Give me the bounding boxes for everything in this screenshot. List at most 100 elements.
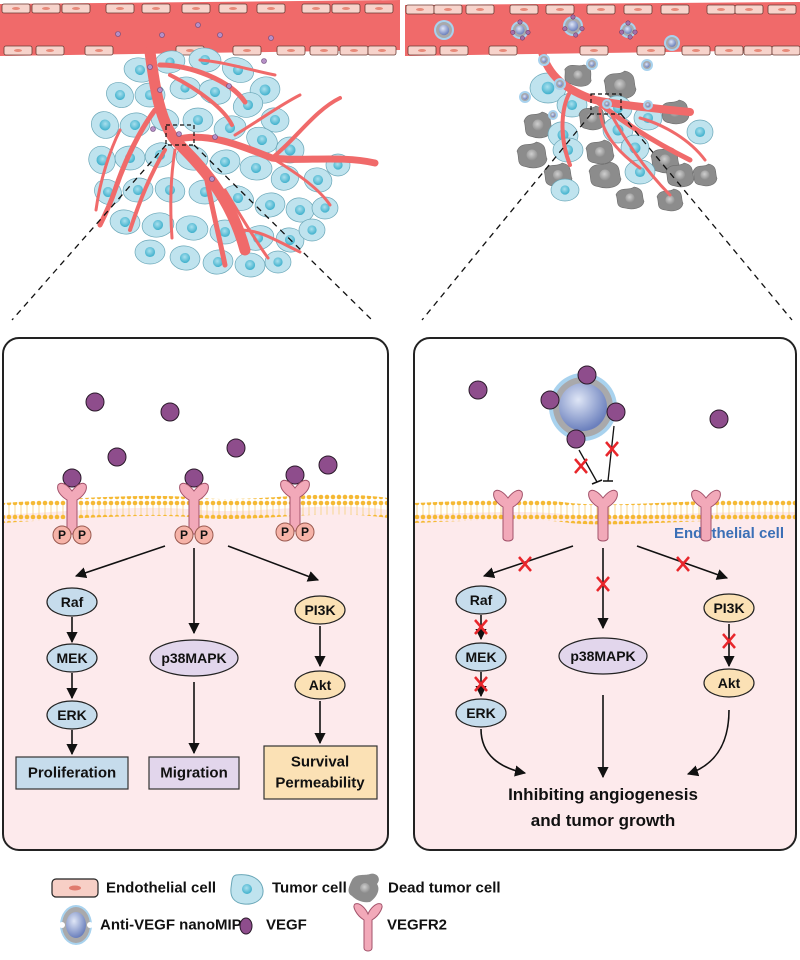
raf-pathway-right: Raf MEK ERK: [455, 585, 527, 777]
dead-tumor-cell: [564, 64, 592, 87]
vegf-particle: [157, 87, 163, 93]
tumor-cell: [169, 245, 201, 271]
inhibition-x-icon: [474, 676, 488, 692]
blood-vessel-branch: [94, 128, 122, 212]
blood-vessel-branch: [198, 58, 277, 77]
nanomip-particle: [602, 99, 612, 109]
legend-item-tumor: Tumor cell: [230, 874, 347, 905]
nanomip-particle: [510, 19, 531, 41]
endothelial-cell: [586, 4, 616, 15]
endothelial-cell: [232, 45, 262, 56]
node-p38mapk: [149, 639, 239, 677]
free-vegf-right: [468, 380, 729, 429]
label-migration: Migration: [160, 765, 228, 782]
endothelial-cell: [405, 4, 435, 15]
label-raf-right: Raf: [470, 592, 493, 608]
phosphate-group: [194, 525, 214, 545]
dead-tumor-cell: [585, 139, 615, 165]
inhibition-x-icon: [596, 576, 610, 592]
node-mek: [46, 643, 98, 673]
phosphate-label: P: [200, 528, 208, 542]
vegf-particle: [115, 31, 121, 37]
vegf-particle: [226, 83, 232, 89]
dead-tumor-cell: [603, 70, 637, 100]
label-pi3k-right: PI3K: [713, 600, 744, 616]
right-panel-frame: [413, 337, 797, 851]
vegf-particle: [212, 134, 218, 140]
inactive-receptors: [493, 489, 721, 542]
legend-item-vegfr2: VEGFR2: [353, 903, 447, 952]
nanomip-particles-in-vessel: [434, 14, 680, 120]
nanomip-particle: [643, 100, 653, 110]
outcome-proliferation-box: [15, 756, 129, 790]
endothelial-cell: [545, 4, 575, 15]
endothelial-cell: [367, 45, 397, 56]
endothelial-cell: [743, 45, 773, 56]
label-permeability: Permeability: [275, 775, 365, 792]
nanomip-capturing-vegf: [540, 365, 626, 449]
tumor-cell: [239, 155, 273, 181]
vegf-particles-top-left: [115, 22, 274, 182]
zoom-region-box-right: [590, 93, 622, 115]
outcome-line-2: and tumor growth: [531, 811, 675, 830]
endothelial-cell: [465, 4, 495, 15]
endothelial-cell: [636, 45, 666, 56]
zoom-guide-line-left-right-panel: [421, 113, 592, 321]
dead-tumor-cell: [516, 141, 548, 169]
bound-vegf: [184, 468, 204, 488]
phosphate-label: P: [78, 528, 86, 542]
vegfr2-receptor: [493, 489, 523, 542]
blood-vessel-left: [0, 0, 400, 56]
inhibition-x-icon: [605, 441, 619, 457]
vegf-particle: [268, 35, 274, 41]
endothelial-cell: [407, 45, 437, 56]
outcome-survival-box: [263, 745, 378, 800]
blood-vessel-branch: [638, 116, 707, 162]
zoom-guide-line-right: [193, 144, 373, 321]
phosphate-group: [174, 525, 194, 545]
vegf-particle: [159, 32, 165, 38]
phosphate-label: P: [58, 528, 66, 542]
nanomip-particle: [664, 35, 680, 51]
legend-label-nanomip: Anti-VEGF nanoMIP: [100, 917, 242, 934]
legend-label-tumor: Tumor cell: [272, 880, 347, 897]
endothelial-cell: [706, 4, 736, 15]
endothelial-cell-label: Endothelial cell: [674, 525, 784, 542]
endothelial-cell: [771, 45, 800, 56]
tumor-cell: [254, 192, 286, 218]
top-right-scene: [405, 2, 800, 321]
endothelial-cell: [309, 45, 339, 56]
legend-item-vegf: VEGF: [239, 917, 307, 935]
tumor-cell: [141, 212, 175, 238]
tumor-cell: [264, 250, 292, 274]
legend-item-dead-tumor: Dead tumor cell: [348, 873, 501, 903]
legend-label-vegf: VEGF: [266, 917, 307, 934]
vegf-particle: [176, 131, 182, 137]
inhibition-x-icon: [676, 556, 690, 572]
inhibition-x-icon: [474, 619, 488, 635]
p38-pathway-left: p38MAPK Migration: [148, 639, 240, 790]
tumor-cell: [202, 249, 234, 275]
endothelial-cell: [433, 4, 463, 15]
blood-vessel-branch: [169, 148, 177, 240]
endothelial-cells-left: [1, 3, 397, 56]
node-pi3k-right: [703, 593, 755, 623]
right-signaling-panel: Endothelial cell: [413, 337, 797, 851]
endothelial-cell: [331, 3, 361, 14]
blood-vessel-branch: [270, 156, 332, 207]
receptor-body: [588, 489, 618, 542]
tumor-cell: [91, 111, 119, 139]
phosphate-group: [72, 525, 92, 545]
endothelial-cell: [364, 3, 394, 14]
pi3k-pathway-left: PI3K Akt Survival Permeability: [263, 595, 378, 800]
tumor-cell: [298, 218, 326, 242]
zoom-guide-line-left: [11, 144, 167, 321]
tumor-cell: [106, 82, 134, 108]
node-raf: [46, 587, 98, 617]
receptor-body: [179, 482, 209, 535]
phosphate-label: P: [281, 525, 289, 539]
